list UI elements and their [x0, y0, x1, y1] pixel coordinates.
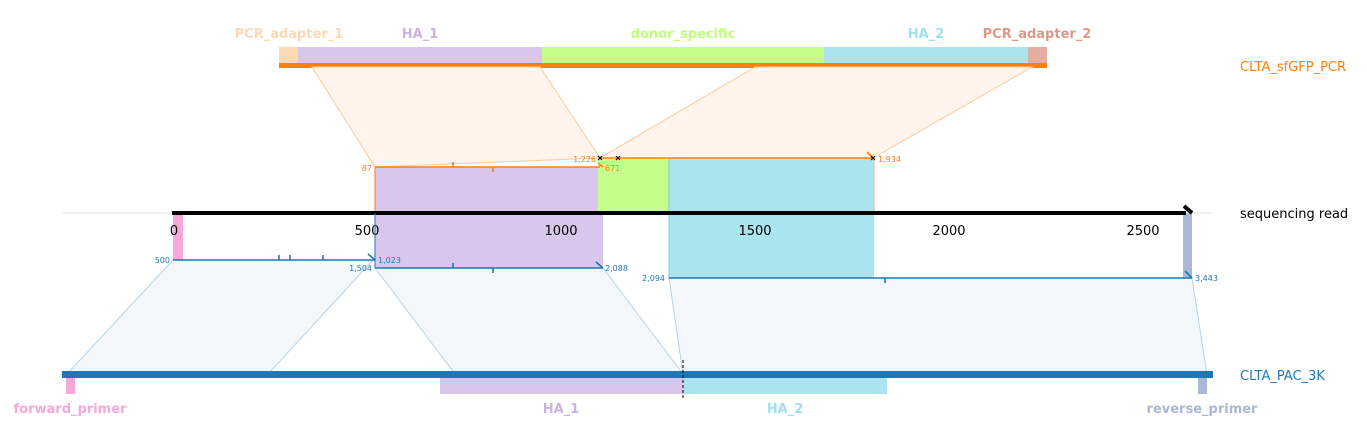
- bottom-construct-name: CLTA_PAC_3K: [1240, 369, 1325, 384]
- read-primer-reverse: [1183, 213, 1192, 278]
- read-feature-donor-specific: [598, 158, 669, 213]
- top-feature-label-ha-1: HA_1: [402, 27, 439, 42]
- top-feature-ha-2: [824, 47, 1028, 64]
- mismatch-markers: [597, 155, 876, 161]
- bottom-feature-label-ha-1: HA_1: [543, 402, 580, 417]
- bottom-coord-1023: 1,023: [378, 256, 401, 265]
- top-feature-label-ha-2: HA_2: [908, 27, 945, 42]
- bottom-construct-bar: [62, 371, 1213, 378]
- top-coord-1226: 1,226: [573, 155, 596, 164]
- read-feature-ha-2: [669, 158, 874, 278]
- bottom-coord-3443: 3,443: [1195, 274, 1218, 283]
- top-feature-ha-1: [298, 47, 542, 64]
- mismatch-marker: [597, 155, 603, 161]
- top-construct-name: CLTA_sfGFP_PCR: [1240, 60, 1346, 75]
- top-alignment-wedge-2: [598, 66, 1034, 159]
- bottom-alignment-wedge-3: [668, 277, 1208, 375]
- bottom-coord-1504: 1,504: [349, 264, 372, 273]
- read-feature-ha-1: [375, 167, 603, 268]
- axis-tick-label: 1000: [544, 224, 577, 239]
- axis-tick-label: 2500: [1126, 224, 1159, 239]
- mismatch-marker: [615, 155, 621, 161]
- top-feature-label-pcr-adapter-1: PCR_adapter_1: [235, 27, 344, 42]
- top-alignment-wedge-1: [311, 66, 601, 168]
- axis-tick-label: 500: [355, 224, 380, 239]
- bottom-alignment-tick: [595, 261, 604, 269]
- top-alignment-tick: [597, 162, 604, 168]
- top-construct-features: [279, 47, 1047, 64]
- bottom-feature-ha-2: [683, 374, 887, 394]
- bottom-alignment-tick: [1184, 270, 1193, 279]
- bottom-feature-label-ha-2: HA_2: [767, 402, 804, 417]
- read-axis-ticks: 0 500 1000 1500 2000 2500: [170, 224, 1160, 239]
- bottom-coord-2094: 2,094: [642, 274, 665, 283]
- top-coord-87: 87: [362, 164, 372, 173]
- top-coord-671: 671: [605, 164, 620, 173]
- top-construct-bar: [279, 63, 1047, 68]
- top-coord-1934: 1,934: [878, 155, 901, 164]
- bottom-feature-ha-1: [440, 374, 683, 394]
- top-feature-donor-specific: [542, 47, 824, 64]
- top-feature-pcr-adapter-2: [1028, 47, 1047, 64]
- bottom-coord-2088: 2,088: [605, 264, 628, 273]
- axis-tick-label: 2000: [932, 224, 965, 239]
- read-name: sequencing read: [1240, 207, 1348, 222]
- read-primer-forward: [173, 213, 183, 260]
- read-arrowhead: [1182, 204, 1194, 215]
- bottom-feature-reverse-primer: [1198, 374, 1207, 394]
- top-feature-label-donor-specific: donor_specific: [631, 27, 736, 42]
- axis-tick-label: 1500: [738, 224, 771, 239]
- top-feature-label-pcr-adapter-2: PCR_adapter_2: [983, 27, 1092, 42]
- bottom-feature-forward-primer: [66, 374, 75, 394]
- bottom-feature-label-forward-primer: forward_primer: [14, 402, 128, 417]
- bottom-alignment-tick: [367, 253, 376, 261]
- bottom-coord-500: 500: [155, 256, 170, 265]
- axis-tick-label: 0: [170, 224, 178, 239]
- bottom-alignment-segments: [173, 213, 1193, 283]
- bottom-alignment-wedge-1: [65, 259, 375, 375]
- bottom-alignment-wedge-2: [373, 267, 685, 375]
- mismatch-marker: [870, 155, 876, 161]
- top-feature-pcr-adapter-1: [279, 47, 298, 64]
- bottom-feature-label-reverse-primer: reverse_primer: [1147, 402, 1259, 417]
